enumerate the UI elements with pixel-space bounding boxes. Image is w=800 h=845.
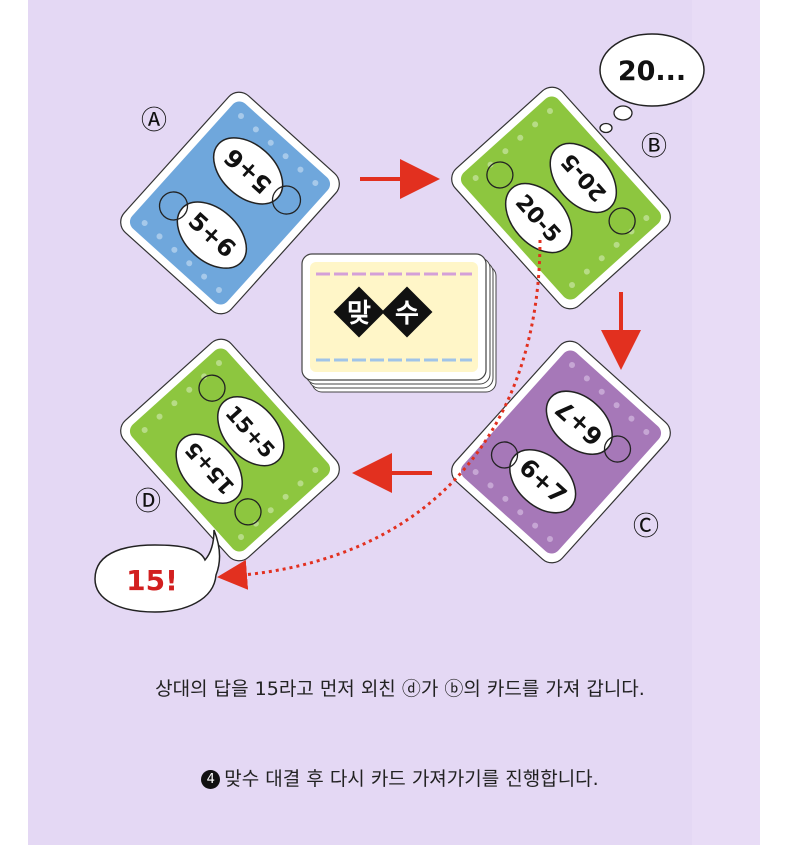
thinking-bubble: 20... [599, 33, 705, 134]
dotted-arrow-b-to-d [217, 239, 542, 590]
game-illustration: 5+6 5+6 20-5 20-5 맞 수 [94, 33, 705, 613]
answer-bubble: 15! [94, 529, 221, 613]
card-b: 20-5 20-5 [451, 86, 671, 310]
thinking-bubble-text: 20... [618, 56, 686, 87]
deck-syllable-1: 맞 [347, 299, 371, 329]
caption-line-1-text: 상대의 답을 15라고 먼저 외친 ⓓ가 ⓑ의 카드를 가져 갑니다. [155, 678, 645, 700]
player-label-a: Ⓐ [141, 106, 167, 136]
caption-line-2-text: 맞수 대결 후 다시 카드 가져가기를 진행합니다. [224, 768, 599, 790]
player-label-d: Ⓓ [135, 487, 161, 517]
player-label-b: Ⓑ [641, 132, 667, 162]
turn-arrows [352, 159, 641, 493]
step-number-badge: 4 [201, 770, 221, 789]
deck-syllable-2: 수 [395, 299, 419, 329]
card-c: 6+7 6+7 [451, 340, 671, 564]
caption-line-1: 상대의 답을 15라고 먼저 외친 ⓓ가 ⓑ의 카드를 가져 갑니다. [0, 674, 800, 701]
player-label-c: Ⓒ [633, 512, 659, 542]
center-deck: 맞 수 [301, 253, 497, 393]
card-a: 5+6 5+6 [120, 91, 340, 315]
card-d: 15+5 15+5 [120, 338, 340, 562]
answer-bubble-text: 15! [126, 564, 178, 597]
